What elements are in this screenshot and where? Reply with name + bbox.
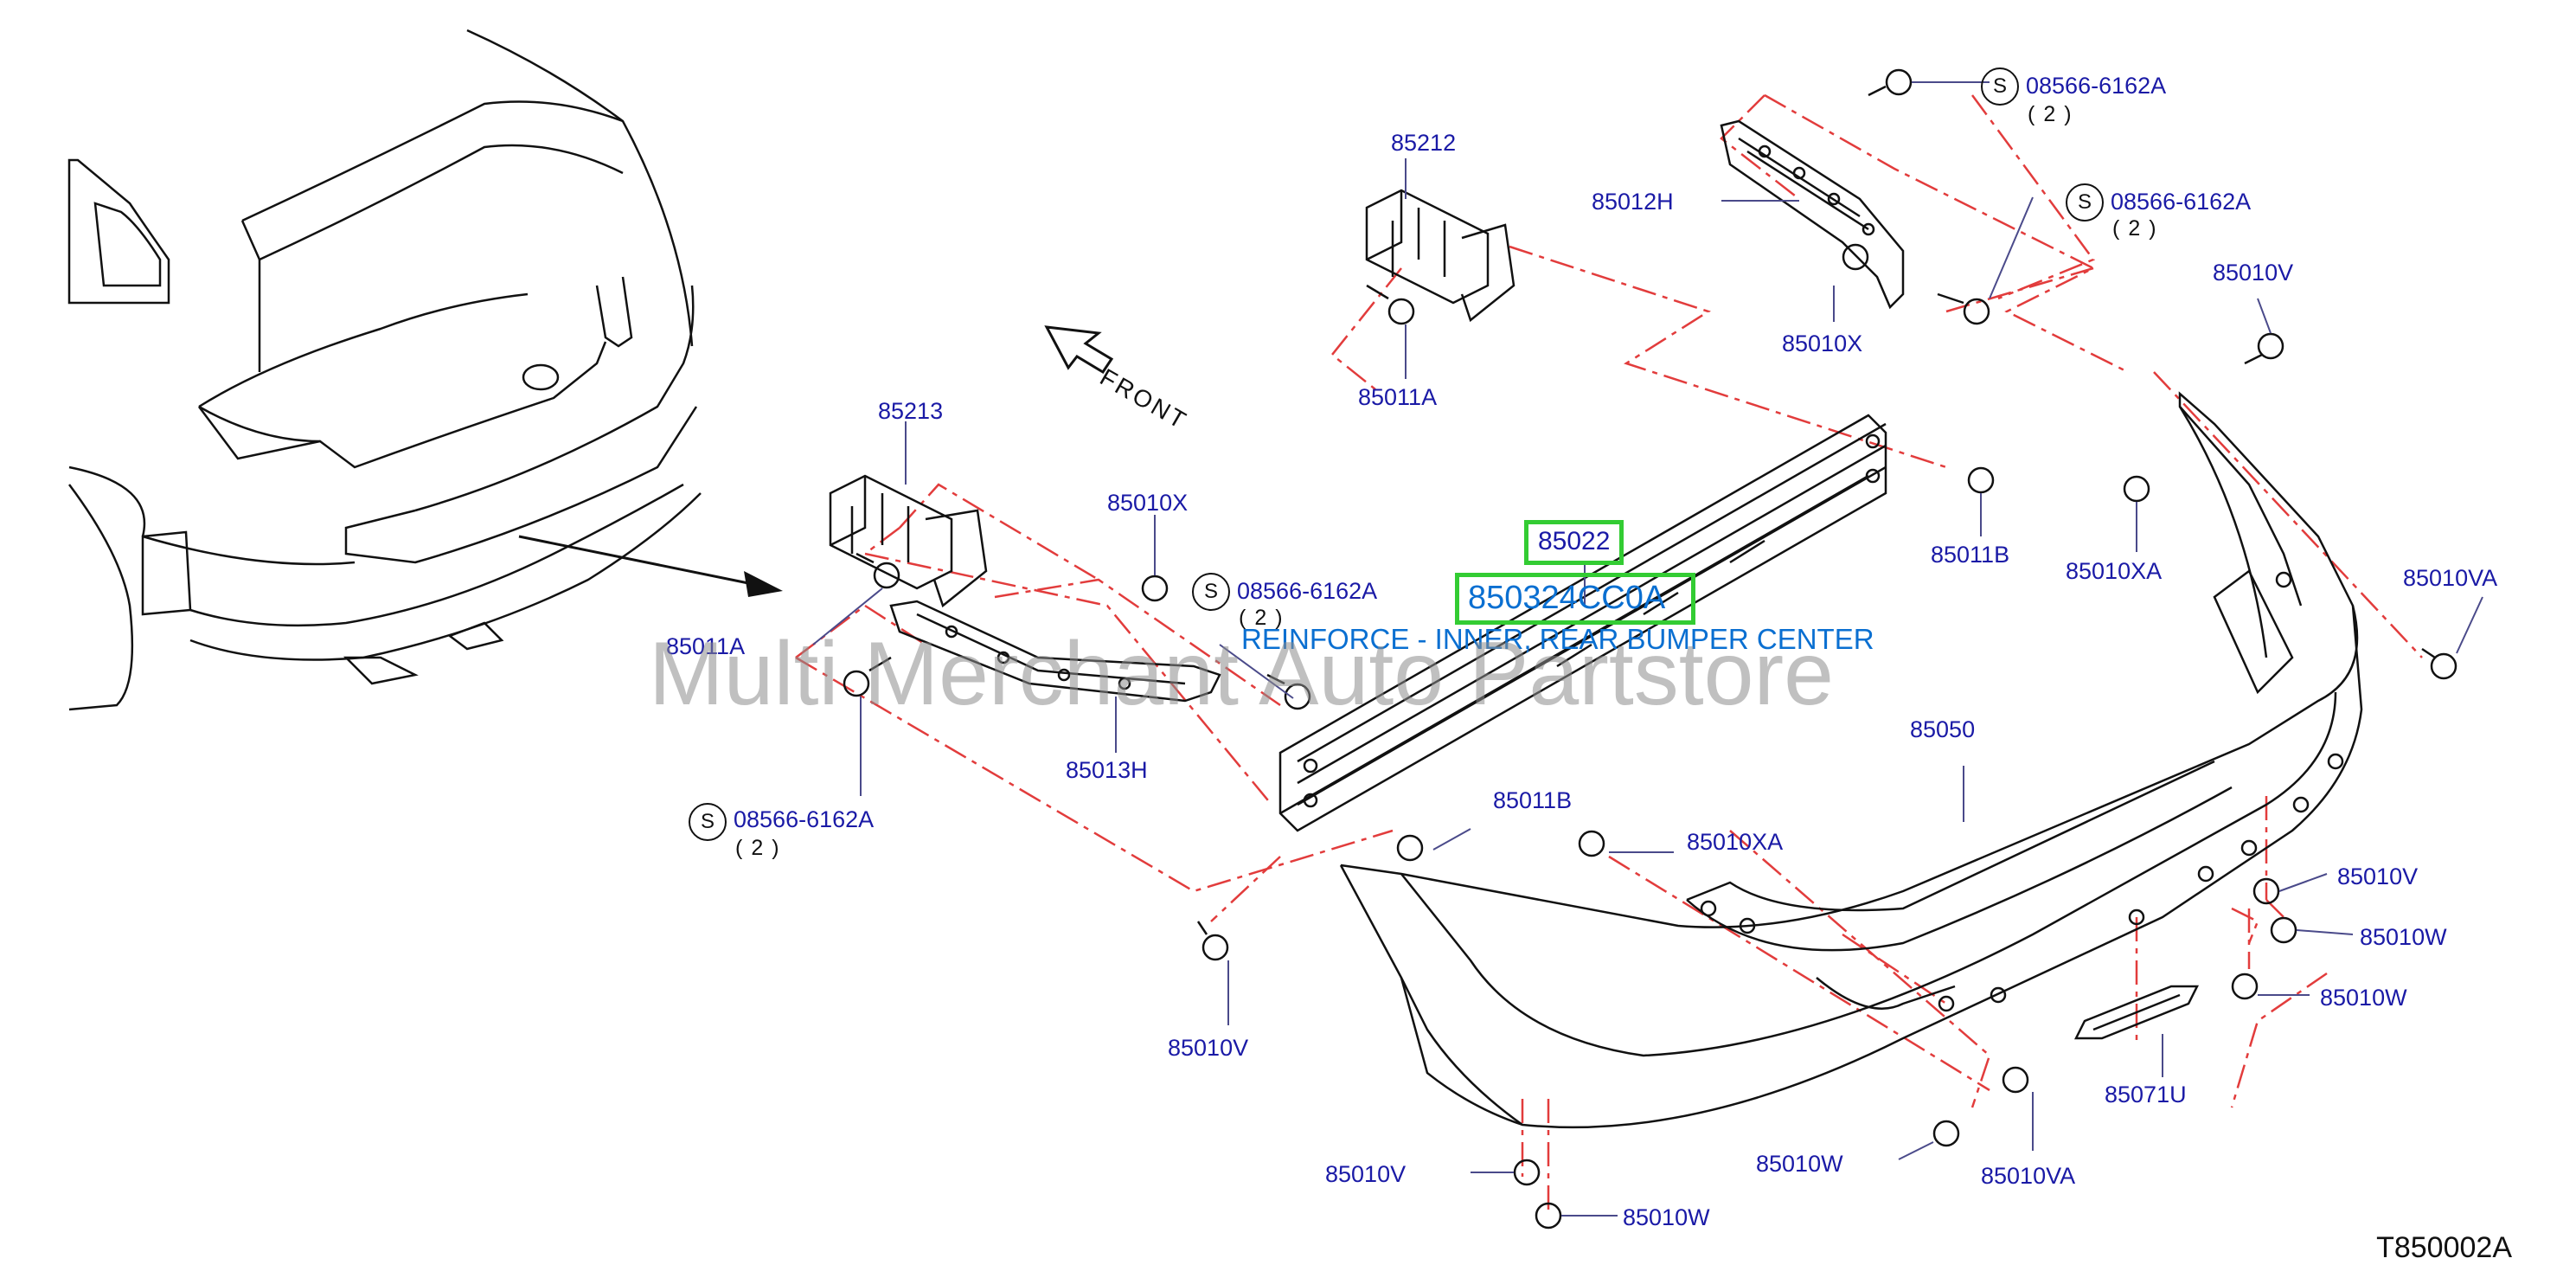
highlight-part-number[interactable]: 85022	[1538, 527, 1611, 555]
highlight-box-part-number	[1524, 520, 1624, 565]
callout-85013H[interactable]: 85013H	[1066, 757, 1148, 783]
highlight-description: REINFORCE - INNER, REAR BUMPER CENTER	[1241, 623, 1874, 655]
callout-85010V-left-lower[interactable]: 85010V	[1168, 1035, 1249, 1061]
highlight-catalog-number[interactable]: 850324CC0A	[1468, 580, 1666, 616]
s-badge-icon: S	[2066, 183, 2104, 221]
callout-85010W-bottom-right[interactable]: 85010W	[1756, 1151, 1843, 1177]
part-85013H-bracket	[889, 600, 1221, 703]
callout-85010X-top[interactable]: 85010X	[1782, 331, 1863, 356]
s-badge-icon: S	[1981, 67, 2019, 106]
vehicle-rear-view	[67, 29, 702, 711]
callout-85011B-center[interactable]: 85011B	[1493, 787, 1573, 813]
callout-85010W-right-1[interactable]: 85010W	[2360, 924, 2447, 950]
callout-85010VA-bottom[interactable]: 85010VA	[1981, 1163, 2076, 1189]
callout-85012H[interactable]: 85012H	[1592, 189, 1674, 215]
part-85212-bracket	[1365, 189, 1515, 323]
callout-85010W-right-2[interactable]: 85010W	[2320, 985, 2407, 1011]
part-85050-bumper-fascia	[1339, 391, 2363, 1129]
s-badge-icon: S	[1192, 573, 1230, 611]
s-part-qty: (2)	[2028, 102, 2080, 126]
s-part-qty: (2)	[2112, 216, 2165, 241]
callout-85010W-bottom-left[interactable]: 85010W	[1623, 1204, 1710, 1230]
callout-85213[interactable]: 85213	[878, 398, 944, 424]
callout-85011B-right[interactable]: 85011B	[1931, 542, 2010, 568]
callout-85212[interactable]: 85212	[1391, 130, 1457, 156]
part-85012H-bracket	[1720, 119, 1905, 310]
callout-85011A-top[interactable]: 85011A	[1358, 384, 1438, 410]
front-arrow-icon	[1044, 325, 1114, 375]
diagram-id: T850002A	[2376, 1231, 2512, 1264]
callout-85010VA-right[interactable]: 85010VA	[2403, 565, 2498, 591]
callout-85071U[interactable]: 85071U	[2105, 1082, 2187, 1107]
s-part-code[interactable]: 08566-6162A	[2026, 73, 2167, 99]
s-part-code[interactable]: 08566-6162A	[734, 806, 875, 832]
part-85213-bracket	[829, 474, 988, 608]
highlight-box-catalog-number	[1455, 573, 1695, 625]
callout-85010V-topright[interactable]: 85010V	[2213, 260, 2294, 286]
part-85071U-bracket	[2073, 985, 2200, 1040]
part-85022-reinforcement-beam	[1278, 414, 1887, 832]
callout-85010V-right-lower[interactable]: 85010V	[2337, 863, 2419, 889]
callout-85010XA-center[interactable]: 85010XA	[1687, 829, 1784, 855]
s-part-qty: (2)	[1239, 606, 1291, 630]
s-part-code[interactable]: 08566-6162A	[1237, 578, 1378, 604]
s-badge-icon: S	[689, 803, 727, 841]
callout-85050[interactable]: 85050	[1910, 716, 1976, 742]
s-part-qty: (2)	[735, 836, 788, 860]
fasteners	[843, 68, 2457, 1229]
detail-arrow	[518, 535, 783, 597]
watermark: Multi Merchant Auto Partstore	[649, 624, 1834, 724]
leader-lines	[812, 81, 2483, 1217]
callout-85011A-left[interactable]: 85011A	[666, 633, 746, 659]
callout-85010XA-right[interactable]: 85010XA	[2066, 558, 2163, 584]
s-part-code[interactable]: 08566-6162A	[2111, 189, 2252, 215]
callout-85010X-left[interactable]: 85010X	[1107, 490, 1189, 516]
callout-85010V-bottom[interactable]: 85010V	[1325, 1161, 1407, 1187]
